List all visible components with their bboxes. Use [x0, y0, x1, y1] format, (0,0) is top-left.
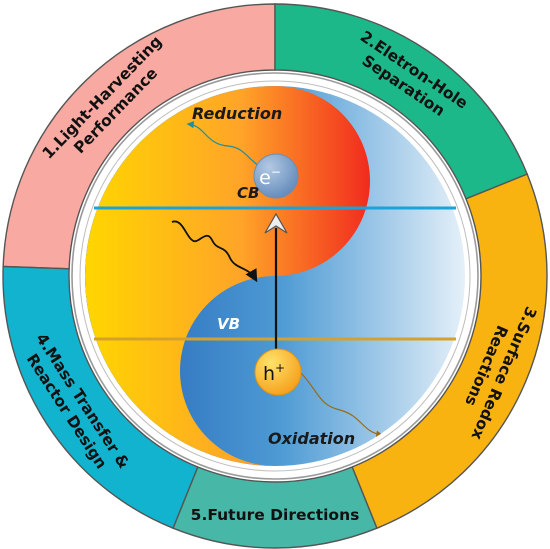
- excitation-arrowhead: [264, 212, 288, 234]
- photon-wave-arrow: [171, 220, 258, 283]
- cb-label: CB: [237, 184, 259, 202]
- electron-label: e−: [259, 165, 281, 189]
- segment-label-future-directions: 5.Future Directions: [191, 506, 360, 524]
- segment-future-directions: [172, 466, 378, 549]
- outer-ring: [2, 3, 548, 549]
- hole-label: h+: [263, 361, 285, 385]
- segment-mass-transfer: [2, 265, 199, 530]
- electron-sphere: [253, 153, 299, 199]
- oxidation-label: Oxidation: [268, 429, 355, 448]
- hole-sphere: [254, 348, 302, 396]
- warm-half: [85, 86, 370, 466]
- reduction-label: Reduction: [192, 104, 282, 123]
- oxidation-path: [299, 371, 384, 438]
- segment-label-line: 5.Future Directions: [191, 506, 360, 524]
- vb-label: VB: [217, 315, 240, 333]
